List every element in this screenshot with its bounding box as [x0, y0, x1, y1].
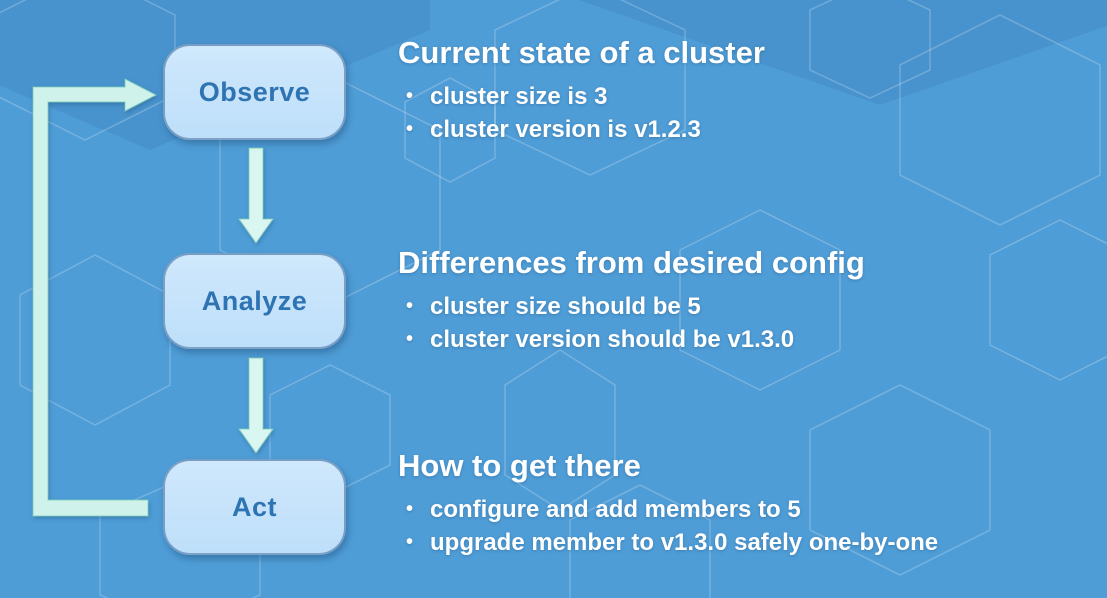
- bullet-list: • configure and add members to 5 • upgra…: [398, 493, 1103, 559]
- node-observe-label: Observe: [198, 76, 311, 107]
- bullet-text: cluster size should be 5: [430, 293, 701, 320]
- dark-hexagon-shape: [578, 0, 1107, 105]
- bullet-item: • upgrade member to v1.3.0 safely one-by…: [398, 526, 1103, 559]
- node-analyze-label: Analyze: [201, 285, 308, 316]
- bullet-item: • cluster size is 3: [398, 80, 1103, 113]
- bullet-dot: •: [406, 531, 414, 553]
- node-act-label: Act: [231, 491, 277, 522]
- bullet-dot: •: [406, 328, 414, 350]
- bullet-list: • cluster size should be 5 • cluster ver…: [398, 290, 1103, 356]
- feedback-loop-arrow: [32, 78, 157, 517]
- section-title: Differences from desired config: [398, 245, 865, 280]
- bullet-text: cluster version should be v1.3.0: [430, 326, 795, 353]
- section-current-state: Current state of a cluster • cluster siz…: [398, 34, 1103, 146]
- bullet-text: configure and add members to 5: [430, 496, 801, 523]
- section-how-to-get-there: How to get there • configure and add mem…: [398, 447, 1103, 559]
- node-observe: Observe: [163, 44, 346, 140]
- bullet-text: upgrade member to v1.3.0 safely one-by-o…: [430, 529, 939, 556]
- down-arrow-observe-to-analyze: [238, 147, 274, 244]
- bullet-text: cluster version is v1.2.3: [430, 116, 701, 143]
- section-title: How to get there: [398, 448, 641, 483]
- section-differences: Differences from desired config • cluste…: [398, 244, 1103, 356]
- bullet-dot: •: [406, 85, 414, 107]
- section-title: Current state of a cluster: [398, 35, 765, 70]
- bullet-dot: •: [406, 498, 414, 520]
- node-act: Act: [163, 459, 346, 555]
- bullet-item: • cluster version is v1.2.3: [398, 113, 1103, 146]
- bullet-item: • cluster version should be v1.3.0: [398, 323, 1103, 356]
- bullet-dot: •: [406, 295, 414, 317]
- bullet-item: • cluster size should be 5: [398, 290, 1103, 323]
- bullet-text: cluster size is 3: [430, 83, 608, 110]
- node-analyze: Analyze: [163, 253, 346, 349]
- bullet-dot: •: [406, 118, 414, 140]
- down-arrow-analyze-to-act: [238, 357, 274, 454]
- bullet-item: • configure and add members to 5: [398, 493, 1103, 526]
- bullet-list: • cluster size is 3 • cluster version is…: [398, 80, 1103, 146]
